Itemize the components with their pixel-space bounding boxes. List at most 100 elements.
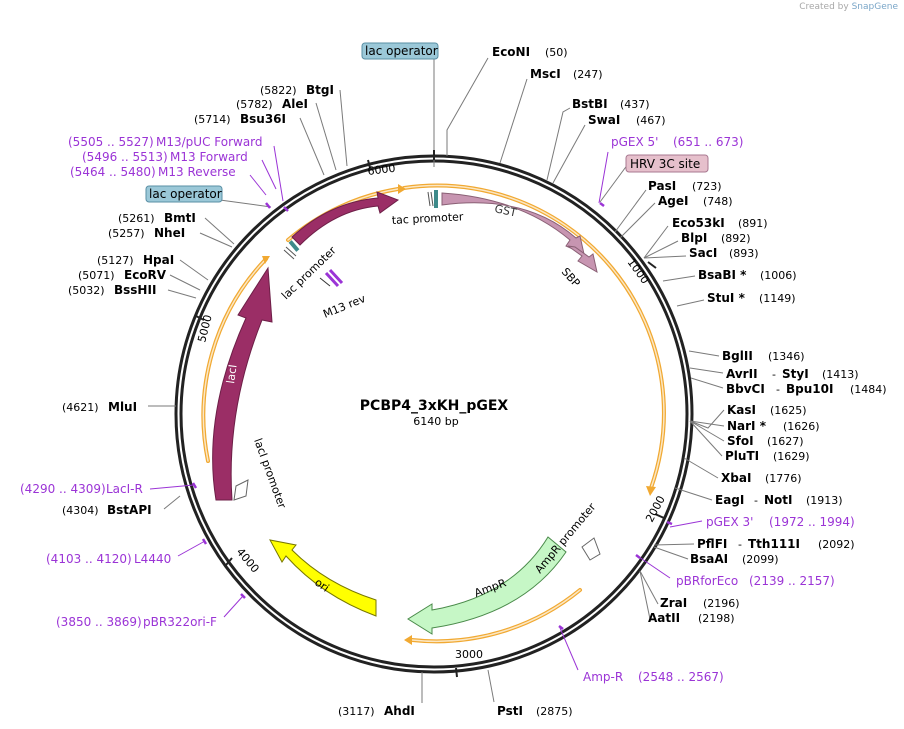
site-swai-name: SwaI (588, 113, 620, 127)
primer-ampr-range: (2548 .. 2567) (638, 670, 724, 684)
leader-bbvci (690, 377, 724, 389)
tick-pbr322ori (240, 593, 246, 599)
site-leader-lines (148, 57, 725, 703)
leader-m13-puc-forward (273, 145, 284, 202)
site-stui-name: StuI * (707, 291, 746, 305)
leader-xbai (683, 457, 719, 479)
site-pasi-pos: (723) (692, 180, 722, 193)
promoter-glyphs (283, 191, 434, 260)
tick-ampr (558, 625, 564, 630)
primer-m13-reverse-name: M13 Reverse (158, 165, 236, 179)
leader-bsu36i (299, 117, 325, 176)
tick-m13-reverse (265, 202, 271, 209)
leader-pluti (689, 420, 723, 457)
leader-stui (676, 299, 705, 307)
site-bstbi-name: BstBI (572, 97, 608, 111)
leader-psti (487, 669, 495, 703)
lac-operator-left-label: lac operator (149, 187, 222, 201)
m13-rev-pointer (319, 277, 331, 287)
leader-kasi (689, 409, 725, 429)
site-bsu36i-name: Bsu36I (240, 112, 286, 126)
leader-pgex5 (598, 151, 609, 204)
gst-label: GST (493, 202, 518, 219)
lac-operator-top-box (361, 42, 439, 60)
site-ecorv-name: EcoRV (124, 268, 167, 282)
site-msci-pos: (247) (573, 68, 603, 81)
leader-saci (643, 255, 687, 259)
orf-arrowhead-lacza (398, 184, 406, 194)
site-xbai-name: XbaI (721, 471, 751, 485)
coordinate-ticks (195, 150, 665, 678)
primer-leader-lines (149, 145, 703, 671)
hrv-3c-box (625, 154, 709, 173)
site-bsshii-name: BssHII (114, 283, 156, 297)
backbone-inner-ring (179, 159, 689, 669)
site-zrai-pos: (2196) (703, 597, 740, 610)
ampr-promoter-arrow (581, 537, 601, 561)
tick-laci-r (191, 482, 198, 489)
ori-feature-arrow (269, 539, 377, 617)
leader-laci-r (149, 484, 195, 490)
orf-arc-gst (402, 183, 666, 490)
ampr-feature-arrow (407, 536, 567, 635)
primer-pbrforeco-range: (2139 .. 2157) (749, 574, 835, 588)
site-bglii-pos: (1346) (768, 350, 805, 363)
site-bbvci-pos: (1484) (850, 383, 887, 396)
leader-pbrforeco (638, 556, 671, 579)
site-msci-name: MscI (530, 67, 561, 81)
hrv-3c-label: HRV 3C site (630, 157, 700, 171)
leader-pgex3 (669, 520, 703, 528)
site-btgi-name: BtgI (306, 83, 334, 97)
site-bstbi-pos: (437) (620, 98, 650, 111)
leader-eagi (674, 487, 713, 501)
leader-pflfi (653, 543, 695, 546)
site-agei-name: AgeI (658, 194, 688, 208)
lac-operator-top-label: lac operator (365, 44, 438, 58)
site-eagi-pos: (1913) (806, 494, 843, 507)
tick-m13-forward (283, 206, 289, 212)
leader-avrii (689, 367, 724, 374)
site-aatii-name: AatII (648, 611, 680, 625)
primer-laci-r-range: (4290 .. 4309) (20, 482, 106, 496)
site-eagi-sep: - (754, 494, 758, 507)
leader-bsabi (662, 275, 696, 282)
leader-bsshii (167, 289, 197, 299)
primer-l4440-name: L4440 (134, 552, 171, 566)
site-agei-pos: (748) (703, 195, 733, 208)
leader-hrv (599, 163, 629, 203)
m13-rev-label: M13 rev (321, 292, 368, 321)
site-btgi-pos: (5822) (260, 84, 297, 97)
watermark-created-by: Created by (799, 2, 849, 12)
tick-label-4000: 4000 (234, 546, 262, 576)
site-swai-pos: (467) (636, 114, 666, 127)
primer-pbrforeco-name: pBRforEco (676, 574, 738, 588)
watermark-brand: SnapGene (851, 2, 898, 12)
site-blpi-name: BlpI (681, 231, 707, 245)
laci-promoter-label: lacI promoter (251, 437, 289, 511)
primer-pgex5-range: (651 .. 673) (673, 135, 743, 149)
site-nhei-pos: (5257) (108, 227, 145, 240)
orf-arrowhead-laci (262, 256, 270, 264)
site-pluti-pos: (1629) (773, 450, 810, 463)
lac-operator-mark-top (434, 190, 438, 208)
tick-label-3000: 3000 (455, 648, 483, 661)
primer-pgex5-name: pGEX 5' (611, 135, 658, 149)
primer-pbr322ori-range: (3850 .. 3869) (56, 615, 142, 629)
primer-m13-forward-name: M13 Forward (170, 150, 248, 164)
site-bsabi-name: BsaBI * (698, 268, 747, 282)
site-bmti-name: BmtI (164, 211, 196, 225)
tick-3000 (455, 667, 458, 678)
site-bstapi-pos: (4304) (62, 504, 99, 517)
tick-pgex3 (666, 520, 673, 526)
tick-2000 (654, 513, 665, 519)
leader-m13-reverse (249, 174, 267, 196)
orf-arrowhead-gst (646, 486, 656, 496)
leader-bsaai (653, 546, 689, 560)
primer-l4440-range: (4103 .. 4120) (46, 552, 132, 566)
site-sfoi-name: SfoI (727, 434, 754, 448)
leader-pasi (614, 189, 647, 233)
backbone-outer-ring (174, 154, 694, 674)
orf-arcs (201, 183, 666, 644)
tick-4000 (225, 557, 233, 566)
